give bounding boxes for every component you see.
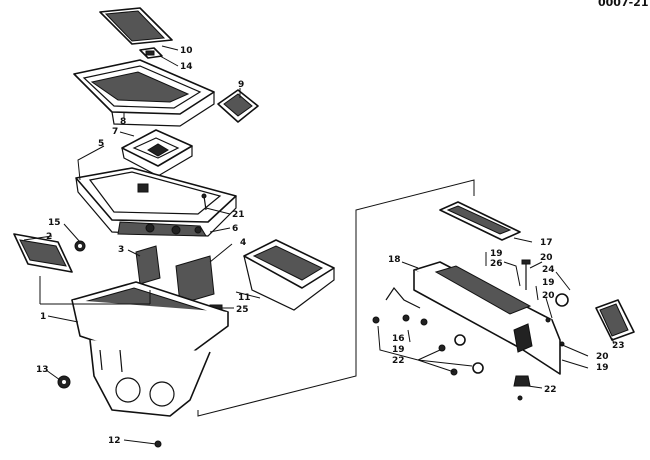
part-top-strip xyxy=(439,201,521,241)
part-mesh-panel xyxy=(175,255,215,305)
callout-14: 14 xyxy=(180,62,193,72)
callout-20-top: 20 xyxy=(540,253,553,263)
leader-lines xyxy=(23,45,615,445)
part-side-panel xyxy=(13,233,73,273)
part-stud-bolt xyxy=(521,259,531,290)
callout-12: 12 xyxy=(108,436,121,446)
callout-19-mid: 19 xyxy=(542,278,555,288)
part-main-airbox xyxy=(71,281,229,417)
callout-19-bottom: 19 xyxy=(596,363,609,373)
callout-19-top: 19 xyxy=(490,249,503,259)
callout-3: 3 xyxy=(118,245,124,255)
callout-26: 26 xyxy=(490,259,503,269)
part-lid-cover xyxy=(99,7,173,45)
callout-8: 8 xyxy=(120,117,126,127)
part-air-filter xyxy=(217,89,259,123)
part-cap xyxy=(57,375,71,389)
callout-22-right: 22 xyxy=(544,385,557,395)
callout-18: 18 xyxy=(388,255,401,265)
callout-10: 10 xyxy=(180,46,193,56)
callout-20-low: 20 xyxy=(596,352,609,362)
callout-11: 11 xyxy=(238,293,251,303)
callout-22-left: 22 xyxy=(392,356,405,366)
part-grommet xyxy=(74,240,86,252)
callout-19-low: 19 xyxy=(392,345,405,355)
callout-numbers: 10 14 9 8 7 5 21 6 15 2 3 4 11 25 1 13 1… xyxy=(36,46,625,446)
part-washer xyxy=(555,293,569,307)
callout-9: 9 xyxy=(238,80,244,90)
callout-23: 23 xyxy=(612,341,625,351)
callout-1: 1 xyxy=(40,312,46,322)
part-screw xyxy=(201,193,207,211)
diagram-code: 0007-21 xyxy=(598,0,649,9)
part-intake-duct xyxy=(413,261,561,375)
callout-4: 4 xyxy=(240,238,246,248)
callout-13: 13 xyxy=(36,365,49,375)
part-end-filter xyxy=(595,299,635,341)
part-mesh-block xyxy=(135,245,161,285)
callout-17: 17 xyxy=(540,238,553,248)
callout-25: 25 xyxy=(236,305,249,315)
part-intake-scoop xyxy=(243,239,335,311)
part-clip xyxy=(139,47,163,59)
callout-16: 16 xyxy=(392,334,405,344)
callout-24: 24 xyxy=(542,265,555,275)
callout-5: 5 xyxy=(98,139,104,149)
part-filter-frame xyxy=(73,59,215,127)
callout-20-mid: 20 xyxy=(542,291,555,301)
callout-6: 6 xyxy=(232,224,238,234)
callout-2: 2 xyxy=(46,232,52,242)
callout-21: 21 xyxy=(232,210,245,220)
part-hose xyxy=(385,286,421,309)
callout-15: 15 xyxy=(48,218,61,228)
part-airbox-base xyxy=(75,167,237,237)
callout-7: 7 xyxy=(112,127,118,137)
